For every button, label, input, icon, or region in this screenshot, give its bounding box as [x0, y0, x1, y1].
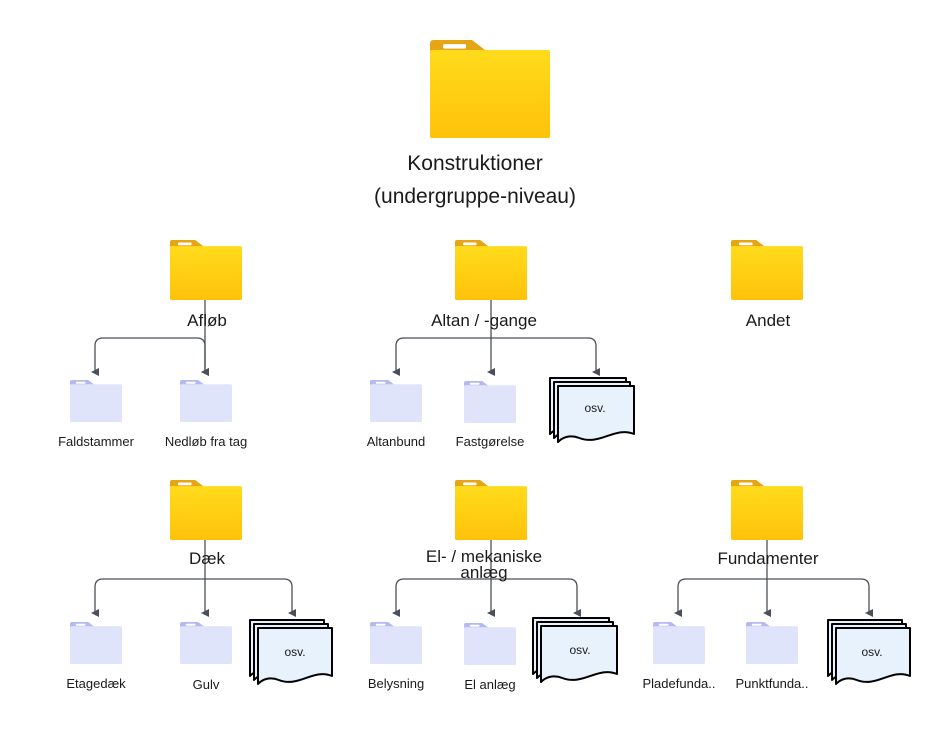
group-label-el: El- / mekaniske anlæg — [425, 547, 543, 582]
connector-el — [392, 540, 581, 617]
subfolder-label-nedloeb: Nedløb fra tag — [164, 434, 248, 449]
subfolder-fastgoerelse-icon[interactable] — [464, 381, 516, 423]
subfolder-nedloeb-icon[interactable] — [180, 380, 232, 422]
subfolder-punktfunda-icon[interactable] — [746, 622, 798, 664]
group-folder-altan-icon[interactable] — [455, 240, 527, 300]
subfolder-etagedaek-icon[interactable] — [70, 622, 122, 664]
more-label-fundamenter: osv. — [861, 645, 883, 659]
more-stack-el[interactable] — [532, 617, 618, 683]
subfolder-label-faldstammer: Faldstammer — [58, 434, 134, 449]
subfolder-label-pladefunda: Pladefunda.. — [642, 676, 716, 691]
subfolder-label-el-anlaeg: El anlæg — [464, 677, 516, 692]
subfolder-faldstammer-icon[interactable] — [70, 380, 122, 422]
root-folder-icon[interactable] — [430, 40, 550, 138]
connector-afloeb — [91, 300, 209, 376]
subfolder-label-fastgoerelse: Fastgørelse — [455, 434, 525, 449]
subfolder-label-punktfunda: Punktfunda.. — [735, 676, 809, 691]
group-folder-afloeb-icon[interactable] — [170, 240, 242, 300]
more-stack-fundamenter[interactable] — [827, 619, 911, 685]
connector-fundamenter — [674, 540, 873, 617]
subfolder-belysning-icon[interactable] — [370, 622, 422, 664]
subfolder-el-anlaeg-icon[interactable] — [464, 623, 516, 665]
connectors-layer — [91, 300, 873, 617]
group-folder-el-icon[interactable] — [455, 480, 527, 540]
connector-daek — [91, 540, 296, 617]
group-label-altan: Altan / -gange — [431, 311, 537, 330]
subfolder-pladefunda-icon[interactable] — [653, 622, 705, 664]
more-label-daek: osv. — [284, 645, 306, 659]
group-label-fundamenter: Fundamenter — [717, 549, 819, 568]
group-label-daek: Dæk — [189, 549, 225, 568]
group-folder-daek-icon[interactable] — [170, 480, 242, 540]
subfolder-label-etagedaek: Etagedæk — [66, 676, 126, 691]
group-label-afloeb: Afløb — [187, 311, 227, 330]
subfolder-altanbund-icon[interactable] — [370, 380, 422, 422]
subfolder-label-belysning: Belysning — [367, 676, 425, 691]
root-folder-title: Konstruktioner — [407, 152, 543, 175]
more-label-el: osv. — [569, 643, 591, 657]
root-folder-subtitle: (undergruppe-niveau) — [374, 185, 576, 208]
subfolder-label-altanbund: Altanbund — [366, 434, 426, 449]
group-folder-fundamenter-icon[interactable] — [731, 480, 803, 540]
shapes-layer — [70, 40, 911, 685]
subfolder-label-gulv: Gulv — [192, 677, 220, 692]
group-label-andet: Andet — [745, 311, 791, 330]
more-label-altan: osv. — [584, 401, 606, 415]
more-stack-altan[interactable] — [549, 377, 635, 443]
more-stack-daek[interactable] — [249, 619, 333, 685]
group-folder-andet-icon[interactable] — [731, 240, 803, 300]
subfolder-gulv-icon[interactable] — [180, 622, 232, 664]
connector-altan — [392, 300, 600, 376]
